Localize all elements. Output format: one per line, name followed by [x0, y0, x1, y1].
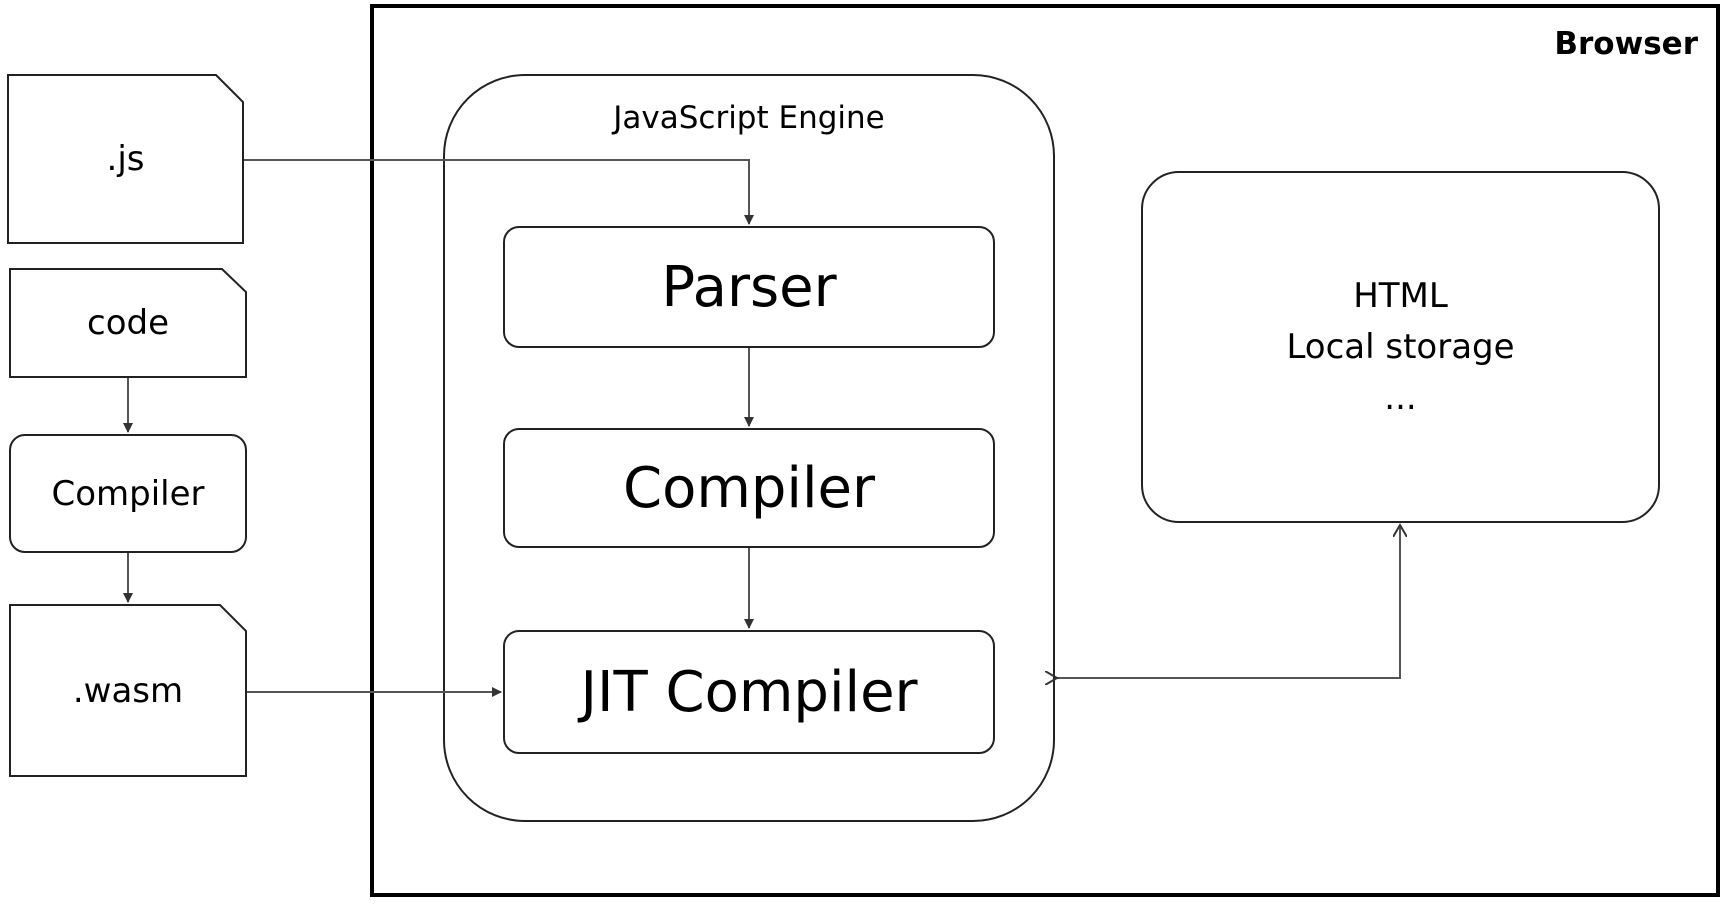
document-shape-icon	[9, 604, 247, 777]
source-compiler-node: Compiler	[9, 434, 247, 553]
js-file-label: .js	[106, 139, 145, 179]
browser-api-local-storage: Local storage	[1286, 326, 1515, 367]
browser-frame: Browser	[370, 4, 1720, 897]
jit-compiler-stage: JIT Compiler	[503, 630, 995, 754]
code-file-node: code	[9, 268, 247, 378]
browser-api-html: HTML	[1353, 275, 1448, 316]
arrow-js-to-parser	[244, 159, 754, 225]
javascript-engine-container: JavaScript Engine	[443, 74, 1055, 822]
document-shape-icon	[9, 268, 247, 378]
browser-label: Browser	[1554, 26, 1698, 62]
javascript-engine-label: JavaScript Engine	[613, 100, 885, 136]
wasm-file-label: .wasm	[72, 670, 184, 711]
compiler-stage: Compiler	[503, 428, 995, 548]
code-file-label: code	[87, 303, 169, 343]
arrow-engine-browser-apis	[1057, 525, 1400, 678]
browser-api-more: ...	[1384, 377, 1417, 418]
wasm-file-node: .wasm	[9, 604, 247, 777]
browser-apis-box: HTML Local storage ...	[1141, 171, 1660, 523]
parser-stage: Parser	[503, 226, 995, 348]
js-file-node: .js	[7, 74, 244, 244]
document-shape-icon	[7, 74, 244, 244]
